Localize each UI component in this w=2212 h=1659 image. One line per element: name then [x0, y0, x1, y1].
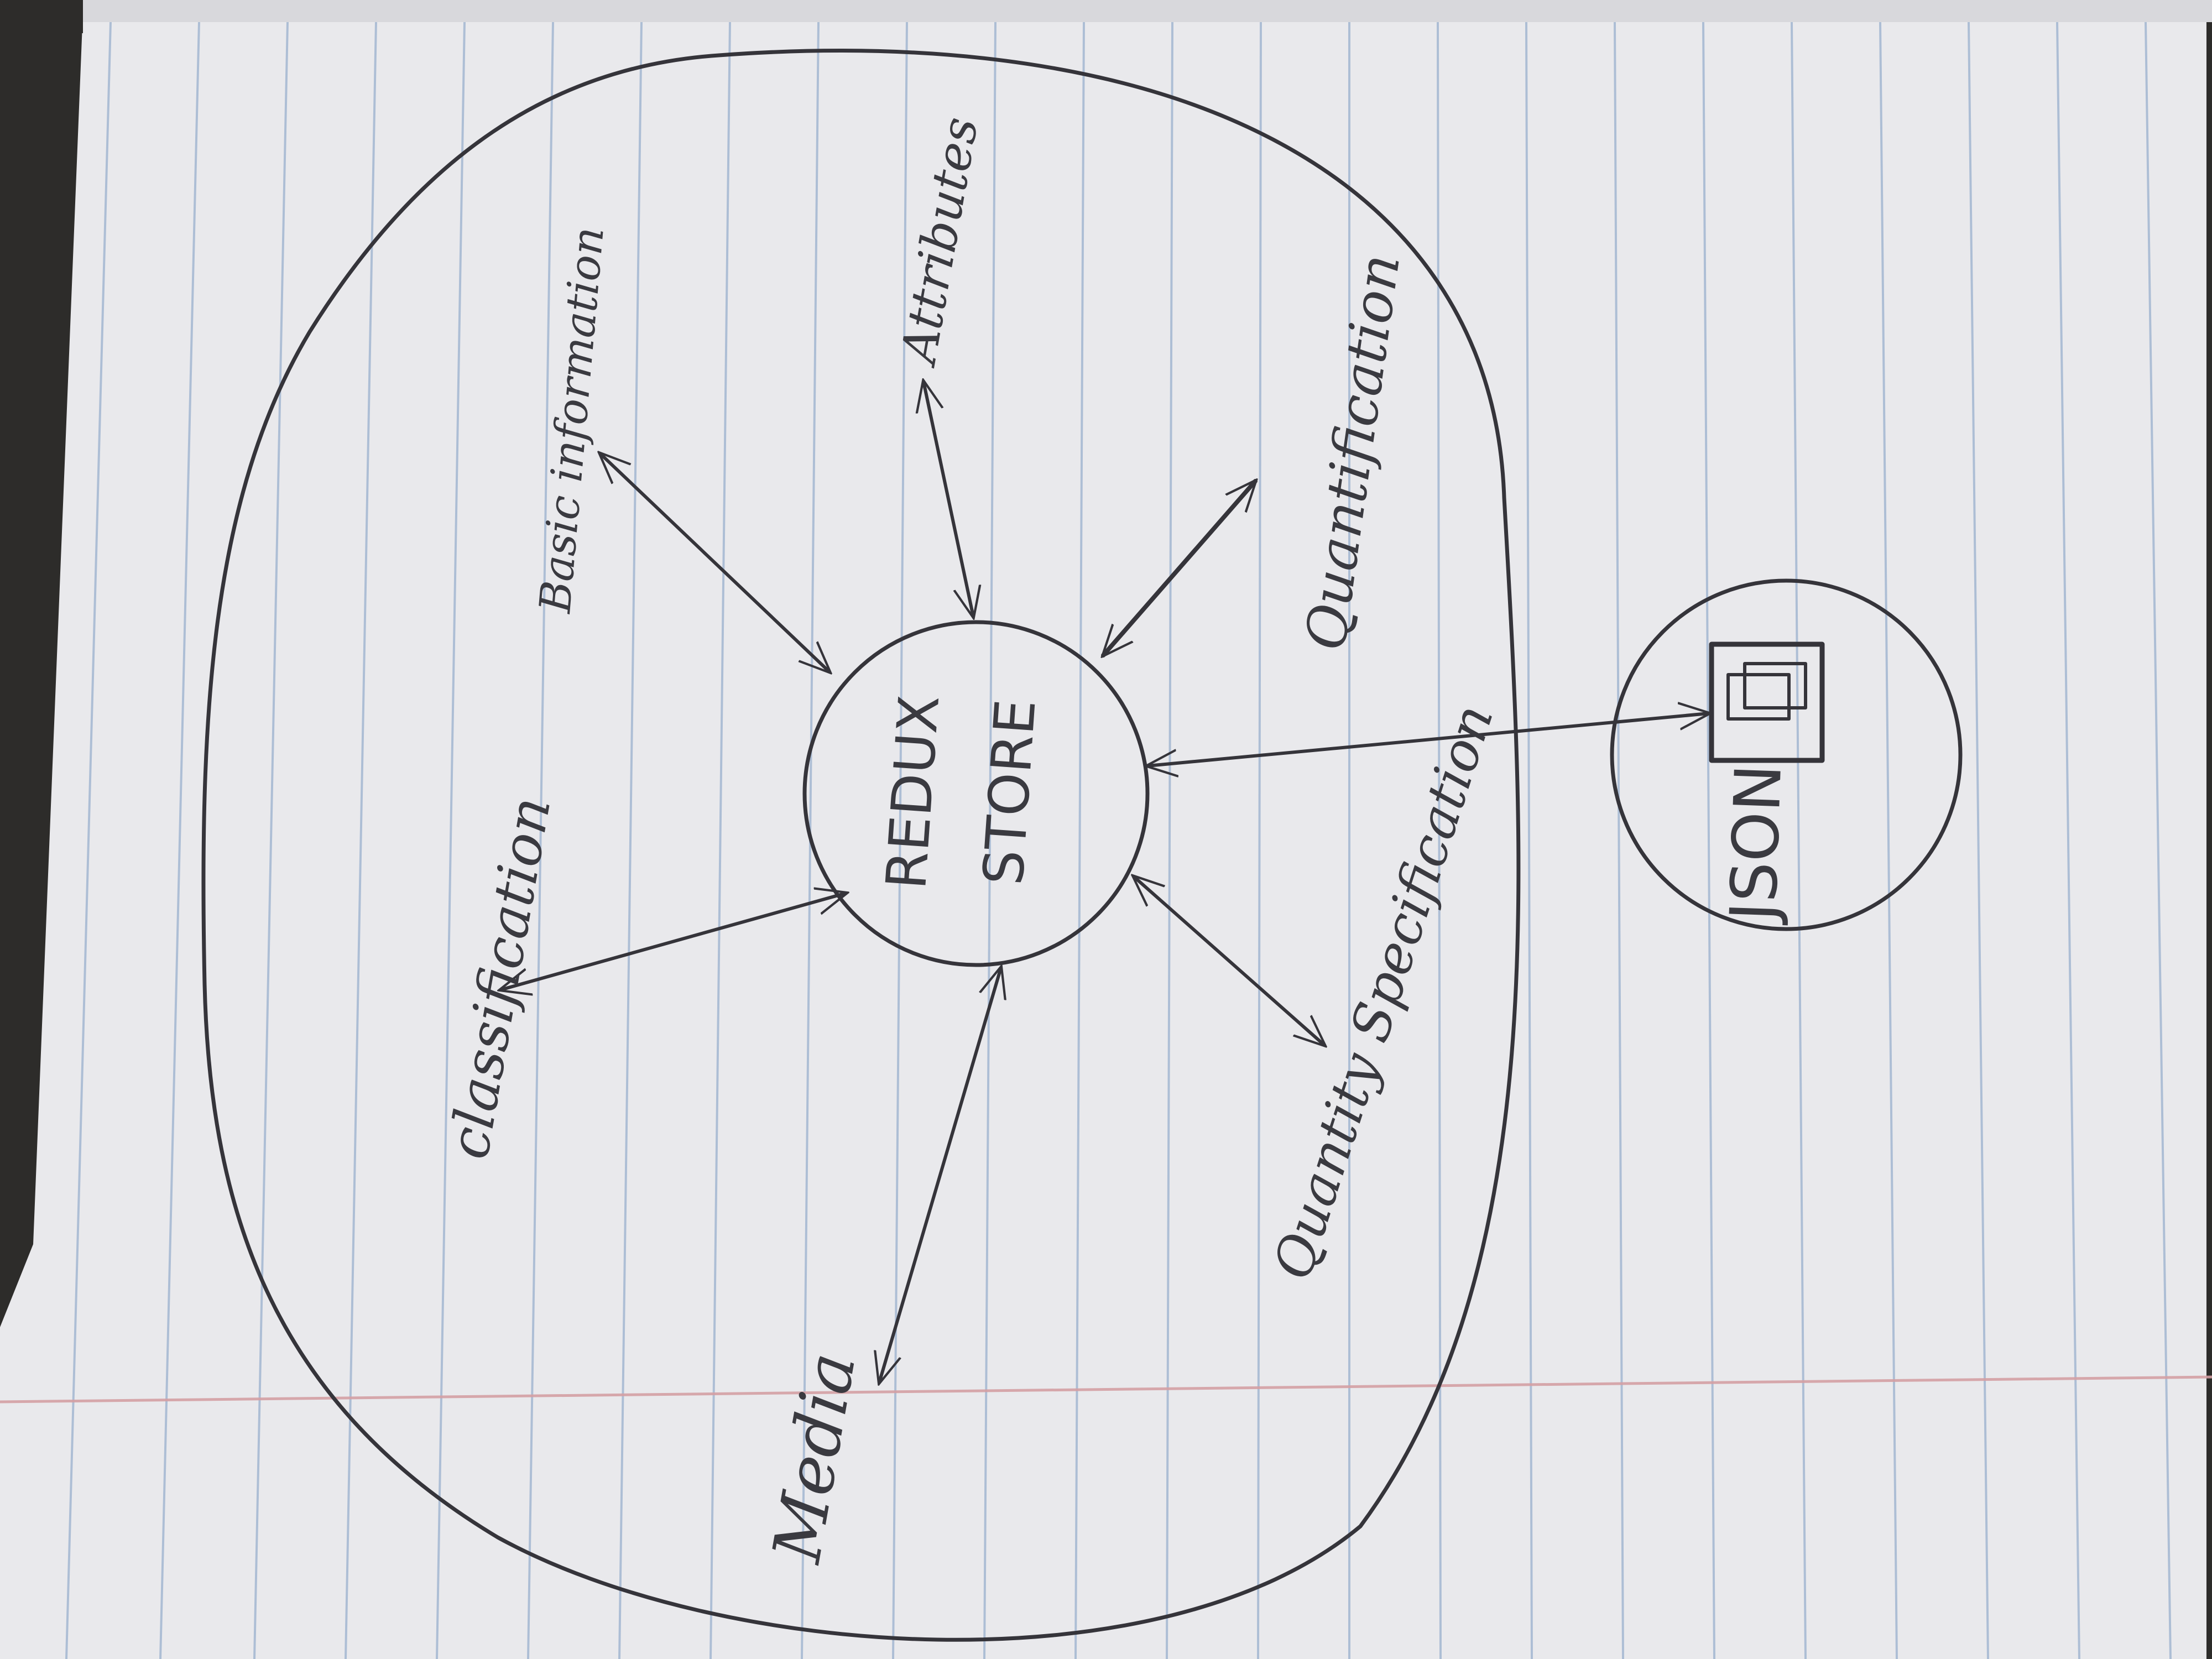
- redux-store-label-line1: REDUX: [874, 693, 952, 891]
- paper-sheet: [0, 11, 2206, 1659]
- rule-lines: [65, 22, 2172, 1659]
- json-file-icon-inner-1: [1726, 673, 1791, 721]
- arrow-classification: [500, 893, 846, 990]
- arrow-json: [1147, 713, 1709, 766]
- app-boundary-outline: [201, 49, 1521, 1642]
- arrow-quantity-specification: [1134, 877, 1324, 1045]
- arrow-attributes: [924, 382, 973, 617]
- json-label: JSON: [1717, 763, 1796, 926]
- page-edge-shadow: [83, 0, 2212, 22]
- arrow-quantification: [1103, 481, 1255, 655]
- connections: [500, 382, 1709, 1383]
- arrow-basic-information: [600, 453, 830, 672]
- top-dark-strip: [0, 0, 83, 33]
- json-file-icon-inner-2: [1743, 662, 1807, 709]
- redux-store-label-line2: STORE: [971, 697, 1048, 887]
- arrow-media: [879, 968, 1001, 1383]
- margin-line: [0, 1375, 2212, 1404]
